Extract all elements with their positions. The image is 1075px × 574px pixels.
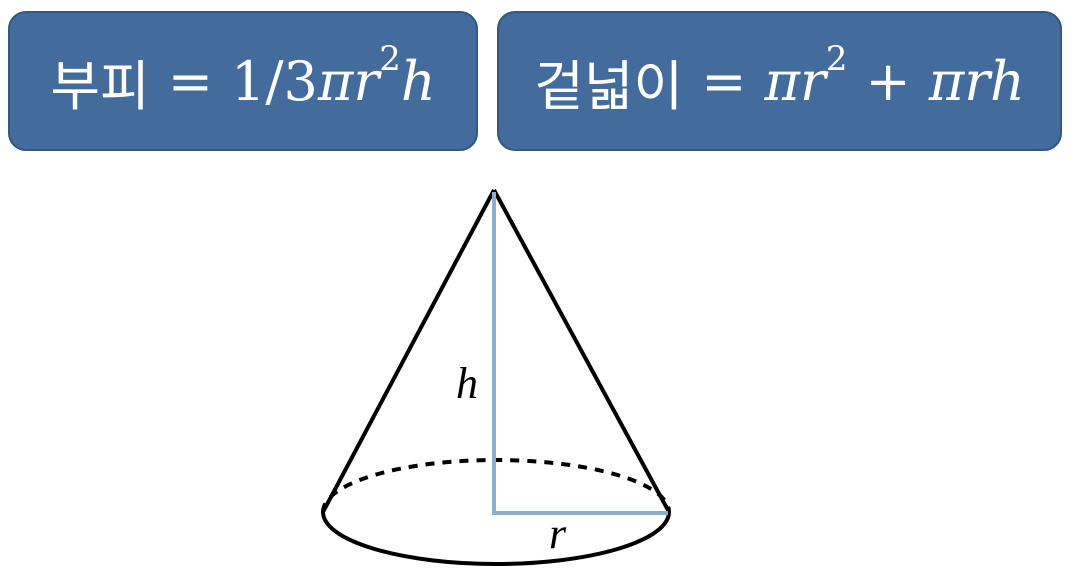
area-exponent: 2 xyxy=(825,39,848,79)
cone-left-side xyxy=(321,189,496,513)
area-r-2: r xyxy=(964,49,991,113)
volume-formula-box: 부피 = 1/3 π r 2 h xyxy=(8,11,478,151)
height-label: h xyxy=(456,359,478,408)
area-h: h xyxy=(990,49,1025,113)
volume-coefficient: 1/3 xyxy=(230,49,318,113)
volume-h: h xyxy=(400,49,436,113)
area-equals: = xyxy=(701,49,747,113)
surface-area-formula-box: 겉넓이 = π r 2 + π r h xyxy=(497,11,1062,151)
cone-right-side xyxy=(492,189,671,513)
volume-exponent: 2 xyxy=(379,39,401,79)
cone-base-front xyxy=(321,511,671,566)
volume-r: r xyxy=(353,49,380,113)
area-plus: + xyxy=(865,49,911,113)
volume-equals: = xyxy=(167,49,213,113)
area-pi-2: π xyxy=(928,49,965,113)
volume-pi: π xyxy=(317,49,354,113)
radius-label: r xyxy=(549,509,567,558)
area-label: 겉넓이 xyxy=(534,54,684,118)
volume-label: 부피 xyxy=(50,54,150,118)
area-pi-1: π xyxy=(764,49,800,113)
area-r-1: r xyxy=(799,49,826,113)
